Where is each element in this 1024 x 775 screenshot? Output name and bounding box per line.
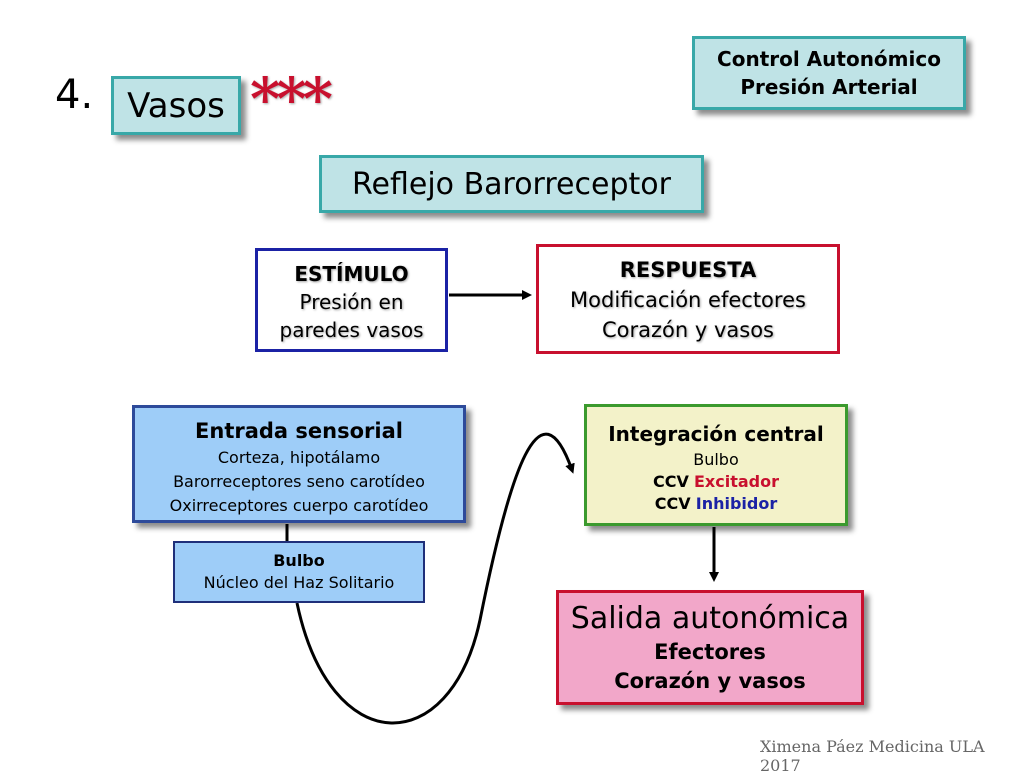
control-box: Control Autonómico Presión Arterial [692,36,966,110]
sensory-input-line-1: Corteza, hipotálamo [217,448,381,467]
autonomic-output-line-2: Corazón y vasos [614,668,806,693]
reflex-title: Reflejo Barorreceptor [352,166,671,202]
excitatory-label: Excitador [693,472,779,491]
ccv-label: CCV [654,494,691,513]
medulla-line-2: Núcleo del Haz Solitario [203,573,395,592]
sensory-input-line-2: Barorreceptores seno carotídeo [173,472,425,491]
autonomic-output-header: Salida autonómica [570,600,850,636]
ccv-inhibitory-row: CCV Inhibidor [655,493,777,515]
ccv-excitatory-row: CCV Excitador [653,471,779,493]
stimulus-box: ESTÍMULO Presión en paredes vasos [255,248,448,352]
emphasis-stars: *** [250,65,333,133]
topic-box: Vasos [111,76,241,135]
response-line-2: Corazón y vasos [602,318,774,342]
reflex-title-box: Reflejo Barorreceptor [319,155,704,213]
central-integration-line-1: Bulbo [693,450,739,469]
topic-label: Vasos [127,85,225,126]
control-line-2: Presión Arterial [740,75,918,99]
response-line-1: Modificación efectores [570,288,806,312]
central-integration-box: Integración central Bulbo CCV Excitador … [584,404,848,526]
response-box: RESPUESTA Modificación efectores Corazón… [536,244,840,354]
stimulus-line-2: paredes vasos [279,318,424,342]
sensory-input-line-3: Oxirreceptores cuerpo carotídeo [169,496,429,515]
stimulus-line-1: Presión en [299,290,404,314]
medulla-line-1: Bulbo [273,551,325,570]
central-integration-header: Integración central [608,422,824,446]
autonomic-output-box: Salida autonómica Efectores Corazón y va… [556,590,864,705]
credit-footer: Ximena Páez Medicina ULA 2017 [760,737,985,775]
control-line-1: Control Autonómico [717,47,941,71]
medulla-box: Bulbo Núcleo del Haz Solitario [173,541,425,603]
autonomic-output-line-1: Efectores [654,639,766,664]
sensory-input-box: Entrada sensorial Corteza, hipotálamo Ba… [132,405,466,523]
ccv-label: CCV [653,472,689,491]
sensory-input-header: Entrada sensorial [195,419,403,443]
slide-number: 4. [55,72,94,118]
response-header: RESPUESTA [619,258,757,282]
medulla-to-integration-curve [295,432,575,725]
stimulus-header: ESTÍMULO [294,262,409,286]
inhibitory-label: Inhibidor [695,494,778,513]
